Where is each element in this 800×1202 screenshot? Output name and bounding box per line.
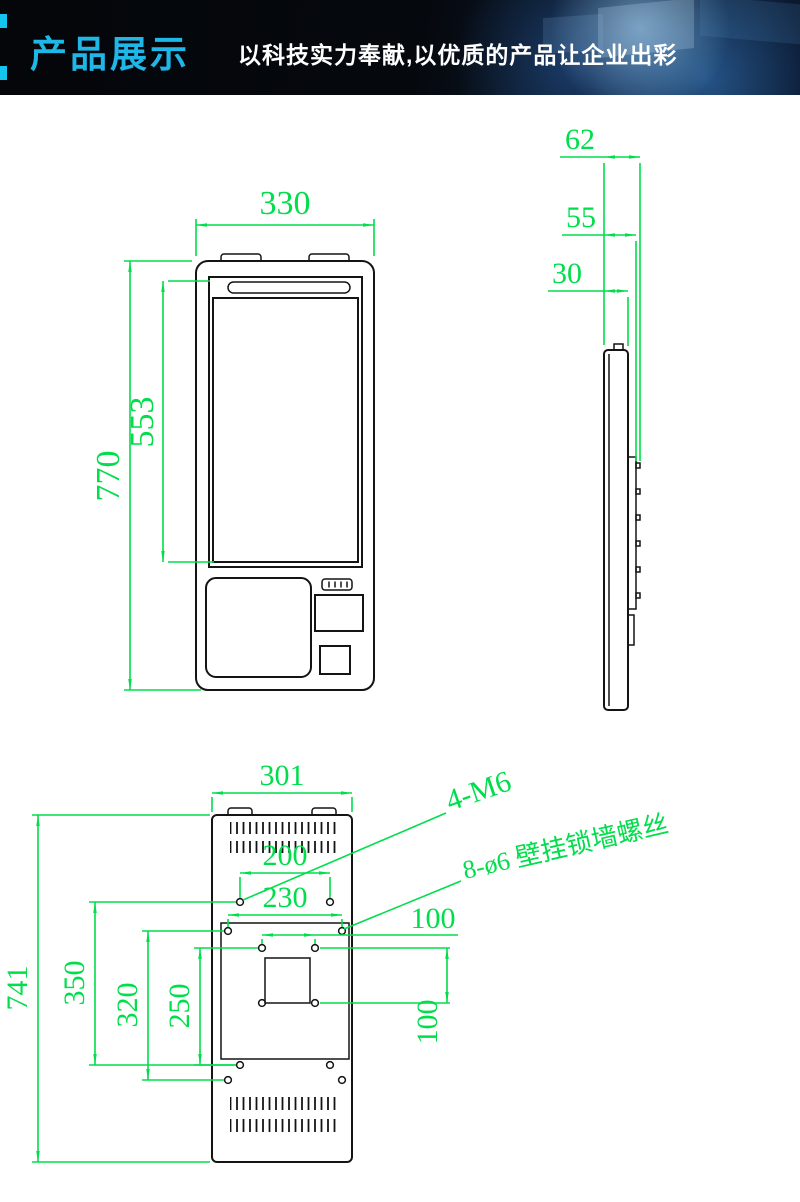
dim-hole-span-outer: 230 — [263, 881, 308, 914]
screw-nub — [635, 462, 641, 469]
vent-row — [230, 1097, 338, 1110]
dim-front-width: 330 — [260, 185, 311, 222]
dim-total-depth: 62 — [565, 123, 595, 156]
mount-hole — [223, 1075, 233, 1085]
mount-hole — [257, 998, 267, 1008]
extension-lines — [194, 947, 258, 1066]
page-title: 产品展示 — [30, 34, 190, 75]
front-view: 330 553 770 — [90, 185, 375, 691]
dim-total-height: 770 — [90, 451, 127, 502]
top-nub — [613, 343, 624, 351]
extension-lines — [142, 930, 224, 1081]
vent-row — [230, 822, 338, 834]
extension-lines — [211, 797, 353, 812]
side-profile — [603, 349, 629, 711]
leader-line — [242, 812, 447, 901]
dim-body-depth: 30 — [552, 257, 582, 290]
extension-lines — [32, 814, 210, 1163]
cyan-accent-bar — [0, 66, 7, 80]
mount-hole — [257, 943, 267, 953]
dim-vesa-width: 100 — [411, 902, 456, 935]
mount-holes — [223, 897, 347, 1085]
camera-bar — [227, 281, 351, 294]
extension-lines — [124, 260, 201, 691]
lower-clip — [627, 614, 635, 646]
scanner-window — [314, 594, 364, 632]
monitor-glow-decor — [700, 0, 800, 45]
dim-mid-depth: 55 — [566, 201, 596, 234]
extension-lines — [261, 934, 458, 944]
mount-hole — [325, 1060, 335, 1070]
dim-span-c: 250 — [163, 984, 196, 1029]
dim-back-width: 301 — [260, 759, 305, 792]
technical-drawing: 330 553 770 — [1, 123, 671, 1163]
screen-bezel — [208, 276, 363, 568]
extension-lines — [320, 947, 450, 1004]
top-tab — [227, 807, 253, 815]
vesa-plate — [220, 922, 350, 1060]
screw-nub — [635, 514, 641, 521]
screw-nub — [635, 592, 641, 599]
kiosk-body — [195, 260, 375, 691]
page-subtitle: 以科技实力奉献,以优质的产品让企业出彩 — [238, 42, 678, 68]
extension-lines — [168, 280, 214, 563]
printer-door — [205, 577, 312, 678]
extension-lines — [603, 163, 641, 461]
receipt-slot — [321, 578, 353, 591]
back-panel — [211, 814, 353, 1163]
vent-row — [230, 841, 338, 853]
mount-hole — [325, 897, 335, 907]
top-tab — [308, 253, 350, 261]
screw-nub — [635, 488, 641, 495]
top-tab — [220, 253, 262, 261]
screw-nub — [635, 566, 641, 573]
dim-span-b: 320 — [111, 983, 144, 1028]
extension-lines — [227, 919, 343, 927]
cyan-accent-bar — [0, 14, 7, 28]
extension-lines — [239, 877, 331, 898]
dim-span-a: 350 — [58, 961, 91, 1006]
mount-hole — [223, 926, 233, 936]
dim-vesa-height: 100 — [411, 1000, 444, 1045]
side-view: 62 55 30 — [548, 123, 641, 711]
label-wall-screws: 8-ø6 壁挂锁墙螺丝 — [460, 809, 671, 885]
key-panel — [319, 645, 351, 675]
dim-hole-span-inner: 200 — [263, 839, 308, 872]
mount-hole — [310, 998, 320, 1008]
leader-line — [343, 880, 462, 930]
mount-hole — [235, 1060, 245, 1070]
mount-hole — [337, 1075, 347, 1085]
mount-hole — [310, 943, 320, 953]
header-banner: 产品展示 以科技实力奉献,以优质的产品让企业出彩 — [0, 0, 800, 95]
top-tab — [311, 807, 337, 815]
screw-nub — [635, 540, 641, 547]
mount-hole — [235, 897, 245, 907]
vent-row — [230, 1119, 338, 1132]
mount-rail — [627, 456, 637, 610]
label-4-m6: 4-M6 — [442, 765, 516, 818]
display-area — [212, 297, 359, 563]
speaker-grille — [264, 957, 311, 1004]
dim-back-total-height: 741 — [1, 966, 34, 1011]
back-view: 301 200 230 100 100 741 350 — [1, 759, 671, 1163]
